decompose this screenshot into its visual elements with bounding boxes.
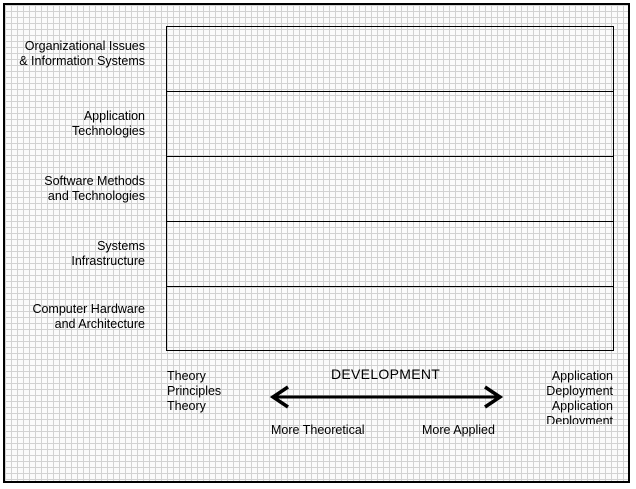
row-label-line: Application	[83, 109, 145, 123]
row-label-line: Technologies	[72, 124, 145, 138]
development-axis-title: DEVELOPMENT	[331, 366, 441, 382]
row-divider	[167, 156, 613, 157]
diagram-frame	[3, 3, 630, 483]
axis-left-term: Principles	[167, 384, 222, 398]
row-label-line: Systems	[97, 239, 145, 253]
row-divider	[167, 91, 613, 92]
axis-right-terms: Application Deployment Application Deplo…	[520, 369, 613, 424]
row-label-line: and Architecture	[54, 317, 145, 331]
row-label-line: and Technologies	[47, 189, 145, 203]
row-label-line: Computer Hardware	[32, 302, 145, 316]
row-label-line: Software Methods	[44, 174, 145, 188]
axis-left-terms: Theory Principles Theory	[167, 369, 221, 414]
row-label-organizational-issues: Organizational Issues & Information Syst…	[0, 39, 145, 69]
axis-left-term: Theory	[167, 399, 206, 413]
axis-right-term: Deployment	[546, 414, 613, 424]
axis-right-term: Application	[551, 369, 613, 383]
more-applied-label: More Applied	[422, 423, 495, 437]
row-label-line: & Information Systems	[19, 54, 145, 68]
axis-right-term: Application	[551, 399, 613, 413]
double-headed-arrow	[269, 385, 504, 409]
row-label-line: Infrastructure	[71, 254, 145, 268]
row-label-computer-hardware: Computer Hardware and Architecture	[0, 302, 145, 332]
discipline-grid	[166, 26, 614, 351]
row-divider	[167, 221, 613, 222]
row-label-application-technologies: Application Technologies	[0, 109, 145, 139]
axis-right-term: Deployment	[546, 384, 613, 398]
row-label-systems-infrastructure: Systems Infrastructure	[0, 239, 145, 269]
row-label-line: Organizational Issues	[24, 39, 145, 53]
more-theoretical-label: More Theoretical	[271, 423, 365, 437]
axis-left-term: Theory	[167, 369, 206, 383]
row-divider	[167, 286, 613, 287]
row-label-software-methods: Software Methods and Technologies	[0, 174, 145, 204]
